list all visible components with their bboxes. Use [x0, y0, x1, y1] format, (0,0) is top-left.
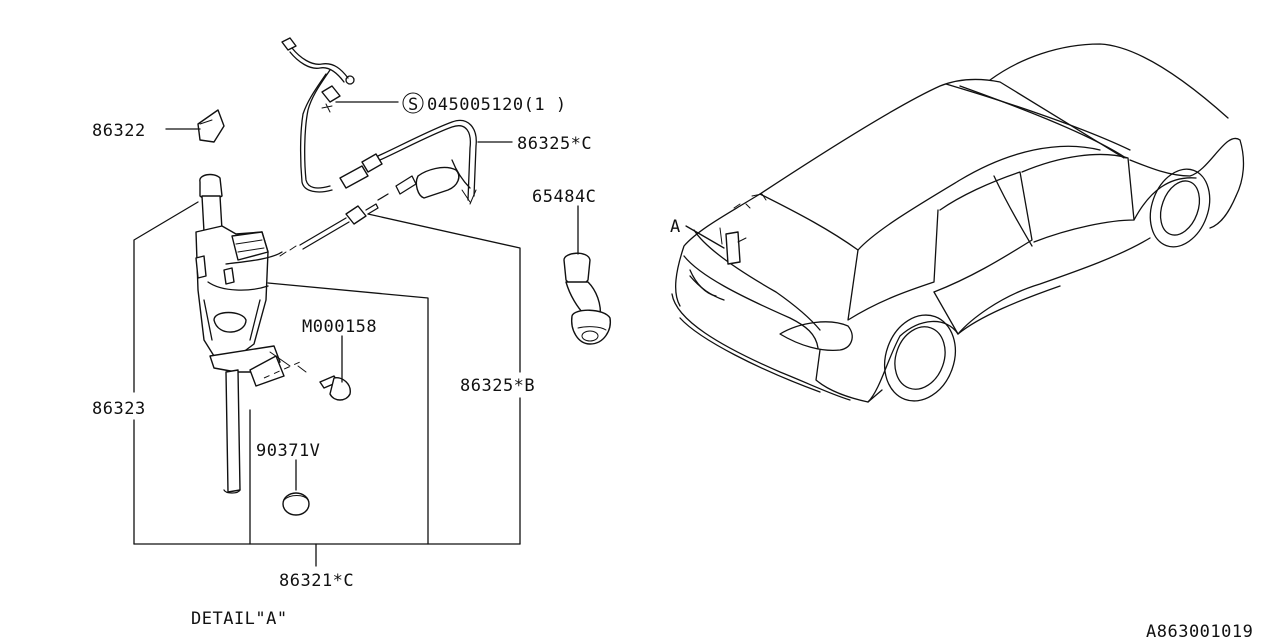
label-86322: 86322 [92, 121, 146, 141]
label-045005120: 045005120(1 ) [427, 95, 567, 115]
screw-m000158 [263, 351, 351, 401]
antenna-rod [279, 193, 389, 257]
station-wagon-outline [671, 43, 1245, 403]
label-86323: 86323 [92, 399, 146, 419]
leader-lines [133, 101, 725, 567]
standard-part-circle-icon [402, 92, 424, 114]
grommet-65484c [563, 252, 611, 345]
label-m000158: M000158 [302, 317, 377, 337]
label-detail-ref-a: A [670, 217, 681, 237]
cap-90371v [282, 492, 310, 516]
label-86325c: 86325*C [517, 134, 592, 154]
drawing-number: A863001019 [1146, 622, 1253, 640]
label-90371v: 90371V [256, 441, 320, 461]
label-65484c: 65484C [532, 187, 596, 207]
label-86321c: 86321*C [279, 571, 354, 591]
part-labels: 86322 86323 86321*C 86325*C 86325*B 6548… [92, 92, 1253, 640]
detail-title: DETAIL"A" [191, 609, 288, 629]
label-standard-symbol: S [408, 95, 419, 115]
bracket-86322 [197, 109, 225, 143]
antenna-motor-assembly [195, 173, 285, 494]
label-86325b: 86325*B [460, 376, 535, 396]
antenna-cable-assembly [281, 37, 477, 205]
